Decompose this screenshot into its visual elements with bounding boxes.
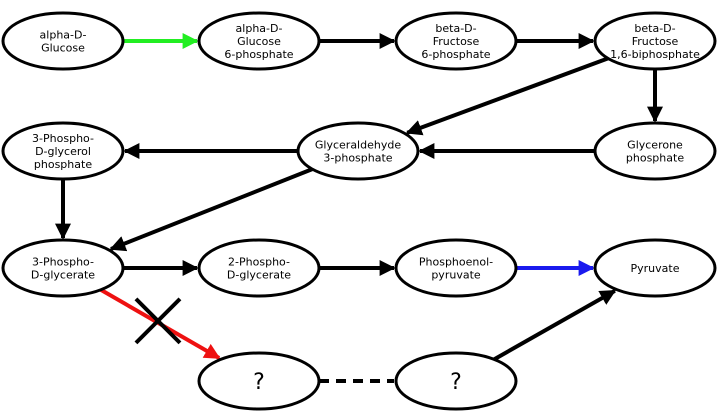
marks-layer xyxy=(134,297,182,345)
node-label: phosphate xyxy=(626,152,684,165)
node-ellipse xyxy=(296,121,420,181)
node-label: 2-Phospho- xyxy=(228,256,290,269)
node-pyruvate: Pyruvate xyxy=(593,238,717,298)
node-ellipse xyxy=(394,238,518,298)
blocked-reaction-x-mark xyxy=(134,297,182,345)
node-ellipse xyxy=(197,238,321,298)
node-label: ? xyxy=(253,370,265,395)
node-phosphoenol-pyruvate: Phosphoenol-pyruvate xyxy=(394,238,518,298)
nodes-layer: alpha-D-Glucosealpha-D-Glucose6-phosphat… xyxy=(1,11,717,411)
node-ellipse xyxy=(593,11,717,71)
node-label: ? xyxy=(450,370,462,395)
node-unknown-1: ? xyxy=(197,351,321,411)
edge-beta-d-fructose-1-6-biphosphate-to-glyceraldehyde-3-phosphate xyxy=(405,56,609,136)
node-ellipse xyxy=(1,11,125,71)
node-label: alpha-D- xyxy=(236,22,283,35)
edge-glyceraldehyde-3-phosphate-to-3-phospho-d-glycerate xyxy=(109,167,314,252)
node-label: Phosphoenol- xyxy=(419,256,493,269)
node-label: 3-phosphate xyxy=(323,152,392,165)
node-label: Fructose xyxy=(433,35,480,48)
node-label: Glyceraldehyde xyxy=(315,139,401,152)
node-3-phospho-d-glycerate: 3-Phospho-D-glycerate xyxy=(1,238,125,298)
node-ellipse xyxy=(593,238,717,298)
node-ellipse xyxy=(1,121,125,181)
node-label: Glucose xyxy=(41,42,85,55)
node-label: phosphate xyxy=(34,158,92,171)
node-ellipse xyxy=(394,351,518,411)
node-label: 6-phosphate xyxy=(421,48,490,61)
node-ellipse xyxy=(1,238,125,298)
node-alpha-d-glucose: alpha-D-Glucose xyxy=(1,11,125,71)
node-ellipse xyxy=(197,11,321,71)
node-label: pyruvate xyxy=(431,269,481,282)
node-label: alpha-D- xyxy=(40,29,87,42)
node-ellipse xyxy=(593,121,717,181)
node-ellipse xyxy=(394,11,518,71)
node-label: beta-D- xyxy=(435,22,476,35)
node-label: 3-Phospho- xyxy=(32,132,94,145)
node-2-phospho-d-glycerate: 2-Phospho-D-glycerate xyxy=(197,238,321,298)
node-label: 3-Phospho- xyxy=(32,256,94,269)
node-label: D-glycerate xyxy=(227,269,291,282)
node-label: 1,6-biphosphate xyxy=(610,48,700,61)
node-label: 6-phosphate xyxy=(224,48,293,61)
edges-layer xyxy=(55,33,663,383)
edge-unknown-2-to-pyruvate xyxy=(493,289,617,362)
node-label: Glycerone xyxy=(627,139,683,152)
node-label: Glucose xyxy=(237,35,281,48)
node-label: Pyruvate xyxy=(631,262,680,275)
node-ellipse xyxy=(197,351,321,411)
node-label: beta-D- xyxy=(634,22,675,35)
node-label: D-glycerate xyxy=(31,269,95,282)
node-unknown-2: ? xyxy=(394,351,518,411)
node-label: Fructose xyxy=(632,35,679,48)
node-label: D-glycerol xyxy=(35,145,91,158)
